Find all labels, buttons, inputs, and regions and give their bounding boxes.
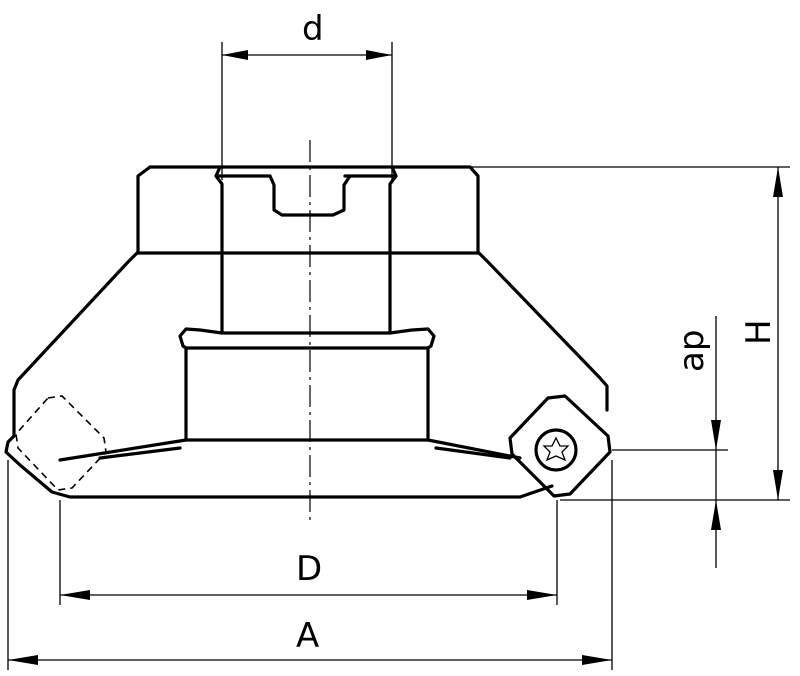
dimension-D: D [59, 500, 558, 605]
torx-screw-icon [534, 428, 578, 472]
dimension-A: A [7, 460, 613, 670]
dimension-label-H: H [739, 319, 779, 345]
torx-star-icon [542, 436, 570, 462]
dimension-H: H [470, 166, 790, 501]
dimension-label-ap: ap [672, 330, 712, 372]
dimension-label-A: A [296, 616, 319, 656]
dimension-ap: ap [612, 316, 728, 568]
cutter-body [4, 165, 609, 499]
dimension-d: d [221, 9, 393, 180]
dimension-label-d: d [302, 9, 324, 49]
left-insert-hidden [15, 395, 107, 491]
right-insert [508, 394, 612, 498]
dimension-label-D: D [296, 549, 322, 589]
